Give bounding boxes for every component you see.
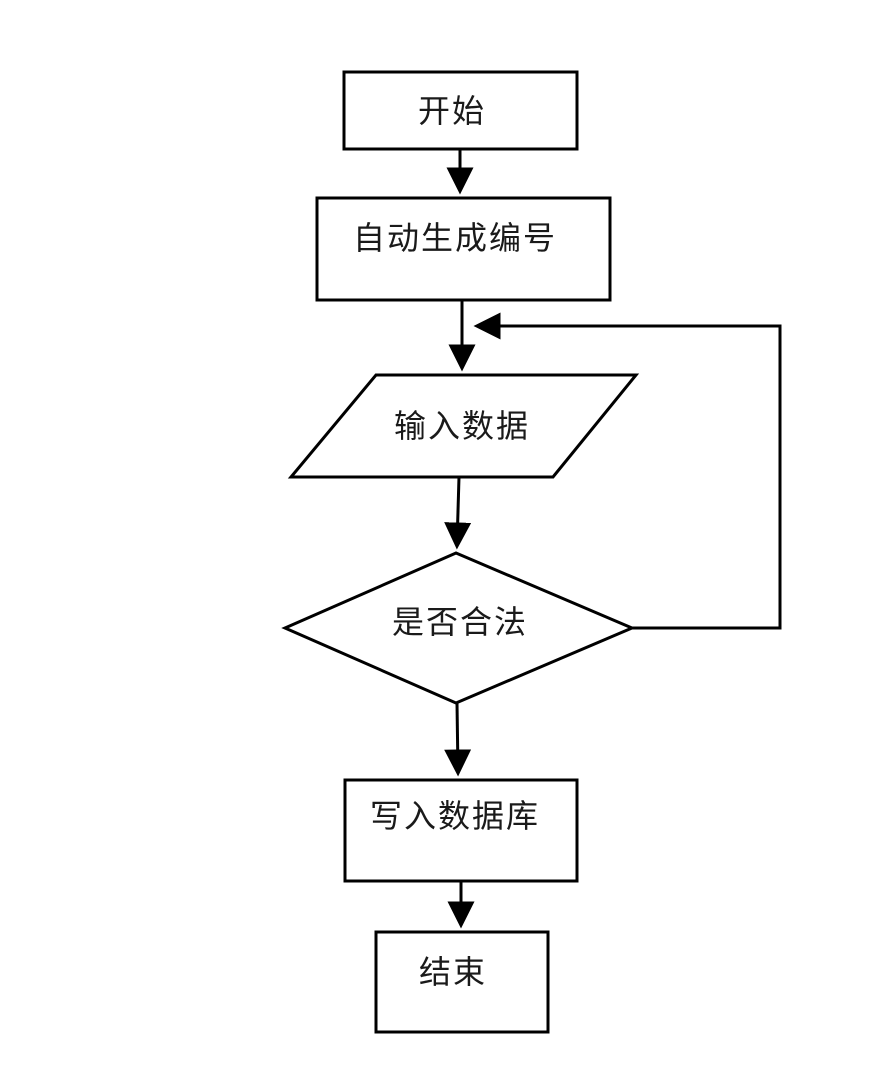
write-db-node-label: 写入数据库 (370, 797, 540, 835)
start-node-shape (342, 70, 579, 151)
node-input-data: 输入数据 (287, 373, 640, 479)
node-validity-decision: 是否合法 (281, 551, 636, 705)
end-node-label: 结束 (419, 953, 487, 991)
edge-loop-back-invalid (473, 312, 782, 630)
auto-number-node-label: 自动生成编号 (353, 219, 557, 257)
decision-node-label: 是否合法 (392, 603, 528, 641)
node-write-database: 写入数据库 (343, 778, 579, 883)
auto-number-node-shape (315, 196, 612, 302)
input-data-node-shape (287, 373, 640, 479)
decision-node-shape (281, 551, 636, 705)
edge-input-data-to-decision (444, 476, 472, 550)
edge-decision-to-write-db (444, 702, 472, 777)
node-end: 结束 (374, 930, 550, 1034)
node-start: 开始 (342, 70, 579, 151)
node-auto-generate-number: 自动生成编号 (315, 196, 612, 302)
end-node-shape (374, 930, 550, 1034)
write-db-node-shape (343, 778, 579, 883)
connectors (444, 149, 782, 929)
input-data-node-label: 输入数据 (394, 407, 530, 445)
start-node-label: 开始 (418, 92, 486, 130)
